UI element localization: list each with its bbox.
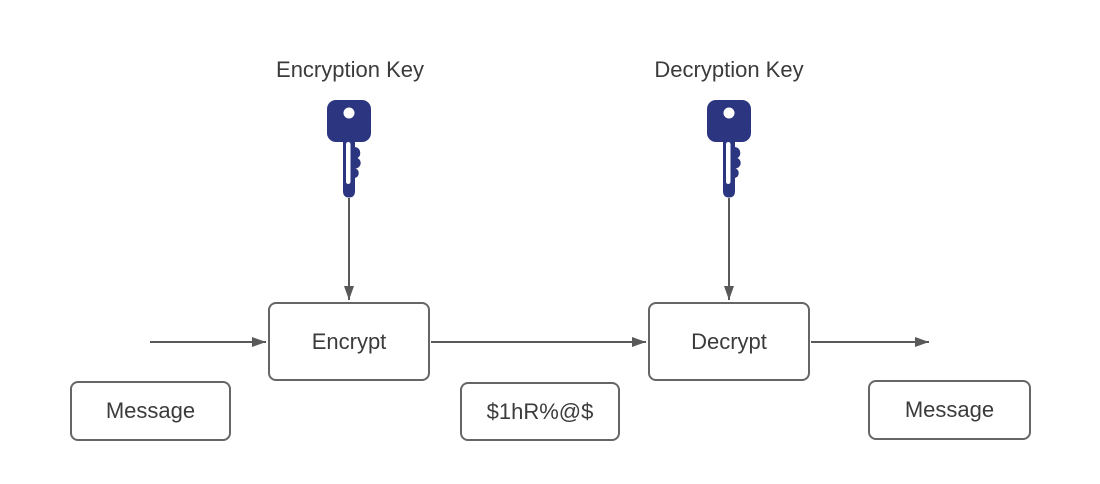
decryption-key-label: Decryption Key	[654, 57, 804, 82]
decrypt-box: Decrypt	[648, 302, 810, 381]
key-icon	[707, 100, 751, 198]
encryption-key-label: Encryption Key	[276, 57, 424, 82]
message-out-box: Message	[868, 380, 1031, 440]
key-icon	[327, 100, 371, 198]
message-in-box: Message	[70, 381, 231, 441]
ciphertext-box: $1hR%@$	[460, 382, 620, 441]
encrypt-box: Encrypt	[268, 302, 430, 381]
